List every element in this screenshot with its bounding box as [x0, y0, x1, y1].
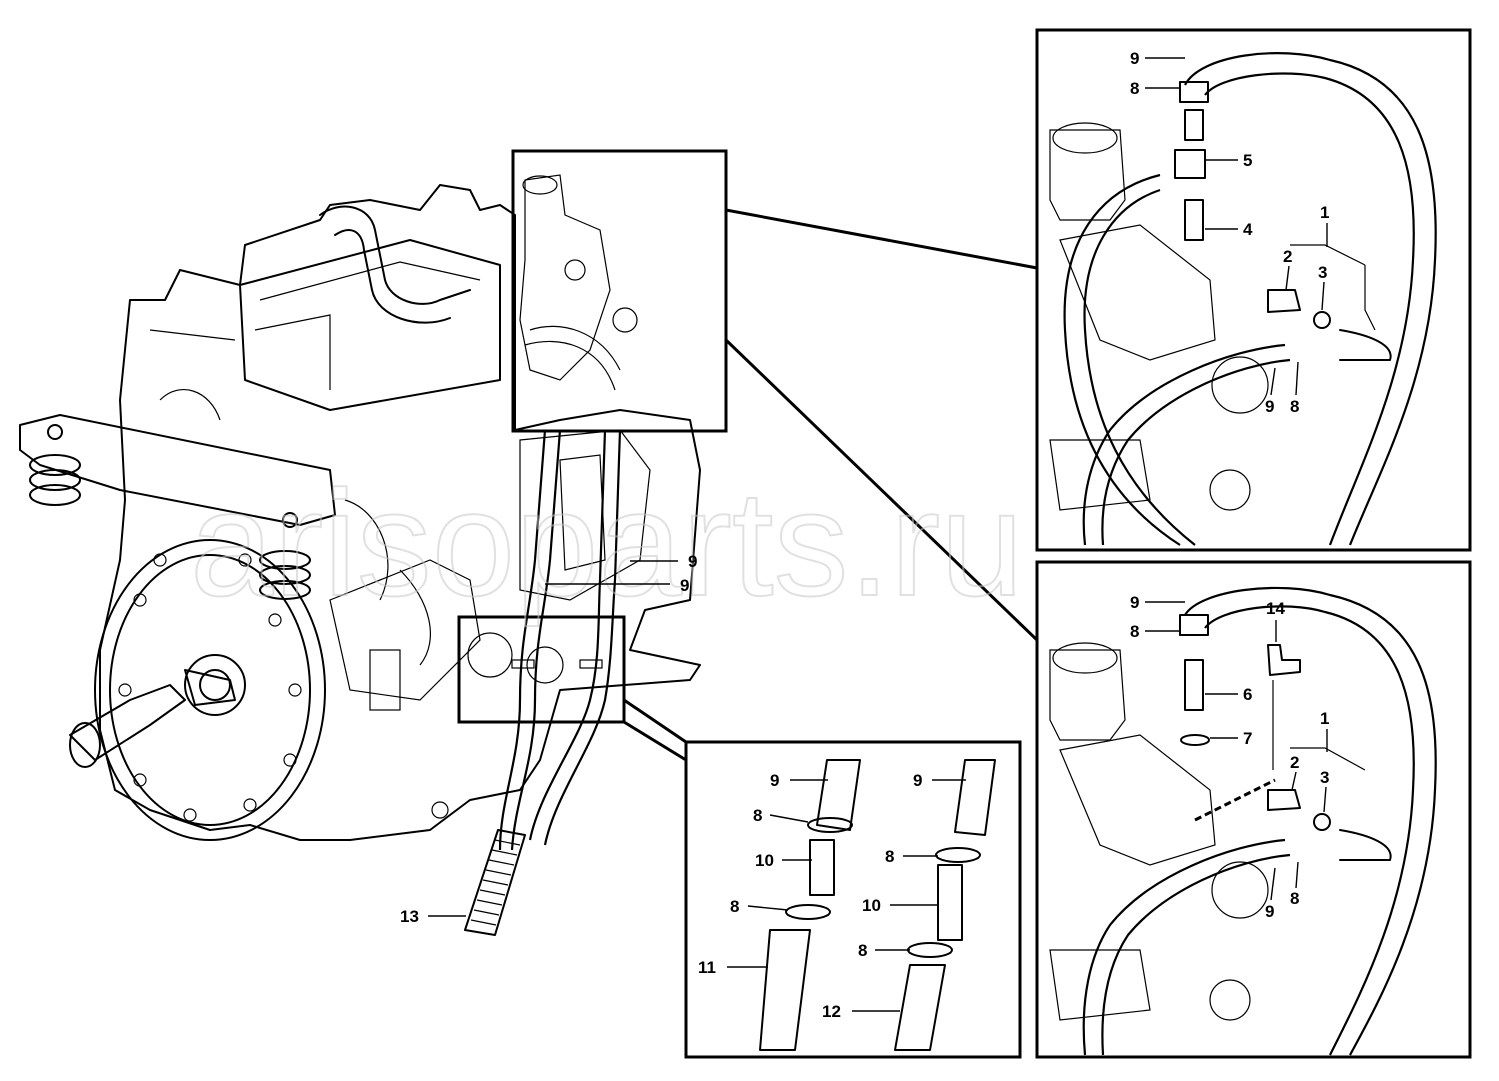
callout-main-9a: 9 [688, 552, 697, 571]
detail-frame-hose [457, 615, 626, 724]
corrugated-sleeve [464, 829, 526, 936]
callout-br-2: 2 [1290, 753, 1299, 772]
callout-br-14: 14 [1266, 599, 1285, 618]
detail-frame-top [511, 149, 728, 433]
callout-br-9: 9 [1130, 593, 1139, 612]
callout-bc-9b: 9 [913, 771, 922, 790]
callout-bc-10a: 10 [755, 851, 774, 870]
inset-bottom-center [684, 740, 1022, 1059]
callout-tr-4: 4 [1243, 220, 1253, 239]
callout-main-13: 13 [400, 907, 419, 926]
engine-illustration [19, 184, 701, 936]
callout-tr-2: 2 [1283, 247, 1292, 266]
callout-tr-8: 8 [1130, 79, 1139, 98]
callout-br-8b: 8 [1290, 889, 1299, 908]
callout-br-9b: 9 [1265, 902, 1274, 921]
callout-br-8: 8 [1130, 622, 1139, 641]
callout-tr-8b: 8 [1290, 397, 1299, 416]
callout-br-7: 7 [1243, 729, 1252, 748]
inset-bottom-right [1035, 560, 1472, 1059]
callout-tr-3: 3 [1318, 263, 1327, 282]
callout-bc-9a: 9 [770, 771, 779, 790]
callout-bc-8d: 8 [858, 941, 867, 960]
connector-lines [623, 208, 1039, 762]
callout-bc-8a: 8 [753, 806, 762, 825]
callout-tr-9b: 9 [1265, 397, 1274, 416]
callout-br-6: 6 [1243, 685, 1252, 704]
callout-bc-8b: 8 [730, 897, 739, 916]
callout-main-9b: 9 [680, 576, 689, 595]
callout-br-3: 3 [1320, 768, 1329, 787]
watermark: arisoparts.ru [190, 459, 1024, 627]
inset-top-right [1035, 28, 1472, 552]
callout-bc-10b: 10 [862, 896, 881, 915]
callout-tr-9: 9 [1130, 49, 1139, 68]
callout-bc-11: 11 [698, 958, 716, 977]
callout-bc-8c: 8 [885, 847, 894, 866]
callout-bc-12: 12 [822, 1002, 841, 1021]
callout-tr-5: 5 [1243, 151, 1252, 170]
callout-tr-1: 1 [1320, 203, 1329, 222]
callout-br-1: 1 [1320, 709, 1329, 728]
callout-labels: 9 9 13 9 8 5 4 1 2 3 9 8 9 8 14 6 7 1 [400, 49, 1329, 1021]
